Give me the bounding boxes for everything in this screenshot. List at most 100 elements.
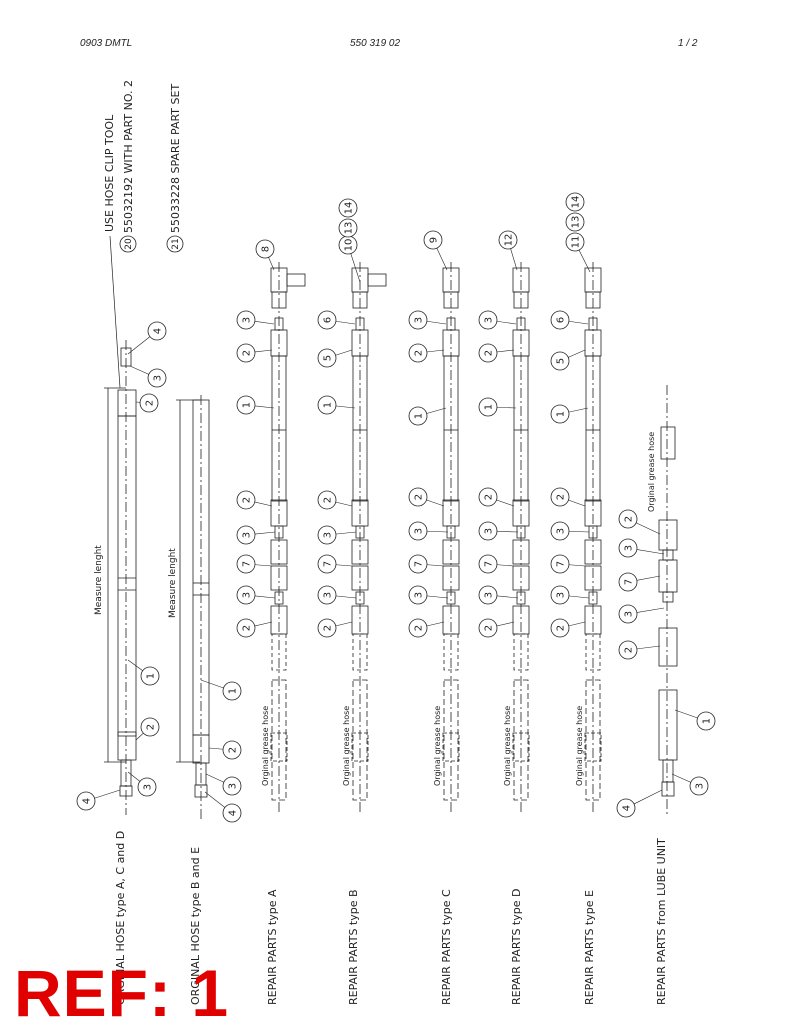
svg-text:14: 14 <box>571 196 582 209</box>
column-label-6: REPAIR PARTS type E <box>583 890 596 1005</box>
svg-text:2: 2 <box>484 625 495 631</box>
original-hose-be: Measure lenght <box>168 395 210 820</box>
balloon-a-6: 7 <box>236 554 273 574</box>
svg-text:4: 4 <box>82 798 93 804</box>
balloon-b-7: 3 <box>317 525 357 545</box>
svg-text:7: 7 <box>624 579 635 585</box>
svg-text:13: 13 <box>344 222 355 235</box>
balloon-a-0: 8 <box>255 239 275 271</box>
note-part-no-2: 55032192 WITH PART NO. 2 <box>122 80 135 233</box>
balloon-a-1: 3 <box>236 310 275 330</box>
svg-text:3: 3 <box>556 528 567 534</box>
balloon-c1-6: 4 <box>76 789 121 811</box>
balloon-e-4: 5 <box>550 349 586 371</box>
column-label-0: ORGINAL HOSE type A, C and D <box>114 831 127 1005</box>
svg-text:3: 3 <box>484 592 495 598</box>
balloon-c-7: 3 <box>408 585 449 605</box>
svg-text:2: 2 <box>146 724 157 730</box>
svg-text:3: 3 <box>414 317 425 323</box>
column-label-5: REPAIR PARTS type D <box>510 889 523 1005</box>
svg-text:1: 1 <box>228 688 239 694</box>
svg-text:7: 7 <box>556 561 567 567</box>
svg-text:2: 2 <box>323 497 334 503</box>
balloon-c-4: 2 <box>408 487 445 507</box>
balloon-lube-0: 2 <box>618 509 661 535</box>
ref-stamp: REF: 1 <box>14 956 230 1030</box>
measure-length-label-1: Measure lenght <box>94 545 104 615</box>
svg-text:2: 2 <box>414 494 425 500</box>
repair-hose-2: Orginal grease hose <box>433 262 460 815</box>
balloon-d-8: 2 <box>478 618 515 638</box>
svg-text:7: 7 <box>242 561 253 567</box>
svg-text:3: 3 <box>153 375 164 381</box>
measure-length-label-2: Measure lenght <box>168 548 178 618</box>
svg-text:4: 4 <box>228 810 239 816</box>
svg-text:1: 1 <box>414 413 425 419</box>
balloon-e-9: 3 <box>550 585 590 605</box>
grease-hose-label-0: Orginal grease hose <box>261 706 270 786</box>
assembly-notes: USE HOSE CLIP TOOL 20 55032192 WITH PART… <box>103 80 184 389</box>
svg-text:3: 3 <box>484 317 495 323</box>
note-spare-part-set: 55033228 SPARE PART SET <box>169 84 182 233</box>
svg-text:3: 3 <box>695 783 706 789</box>
svg-text:1: 1 <box>146 673 157 679</box>
balloon-e-3: 6 <box>550 310 589 330</box>
svg-text:11: 11 <box>571 236 582 249</box>
balloon-a-5: 3 <box>236 525 276 545</box>
balloon-lube-6: 4 <box>616 789 663 818</box>
balloon-a-8: 2 <box>236 618 273 638</box>
balloon-d-0: 12 <box>498 230 518 271</box>
balloon-b-4: 5 <box>317 348 353 368</box>
svg-text:4: 4 <box>153 328 164 334</box>
svg-text:3: 3 <box>624 545 635 551</box>
svg-text:1: 1 <box>702 718 713 724</box>
balloon-e-7: 3 <box>550 521 590 541</box>
svg-text:7: 7 <box>484 561 495 567</box>
svg-text:2: 2 <box>624 516 635 522</box>
repair-hose-3: Orginal grease hose <box>503 262 530 815</box>
balloon-a-3: 1 <box>236 395 275 415</box>
balloon-d-7: 3 <box>478 585 519 605</box>
balloon-d-5: 3 <box>478 521 519 541</box>
balloon-e-10: 2 <box>550 618 586 638</box>
balloon-d-2: 2 <box>478 343 515 363</box>
item-balloons: 4321234123483212373210131465123732932123… <box>76 192 716 823</box>
header-page-number: 1 / 2 <box>678 38 698 49</box>
svg-text:3: 3 <box>242 532 253 538</box>
balloon-d-1: 3 <box>478 310 517 330</box>
balloon-lube-5: 1 <box>674 709 716 731</box>
svg-text:2: 2 <box>556 625 567 631</box>
balloon-d-3: 1 <box>478 397 517 417</box>
svg-text:20: 20 <box>124 238 134 250</box>
balloon-c-1: 3 <box>408 310 447 330</box>
grease-hose-label-3: Orginal grease hose <box>503 706 512 786</box>
svg-text:21: 21 <box>171 238 181 249</box>
grease-hose-label-4: Orginal grease hose <box>575 706 584 786</box>
svg-text:3: 3 <box>242 592 253 598</box>
column-label-4: REPAIR PARTS type C <box>440 889 453 1005</box>
balloon-c-6: 7 <box>408 554 445 574</box>
balloon-c1-5: 3 <box>127 771 157 797</box>
balloon-c1-4: 2 <box>135 717 160 741</box>
lube-unit-hose: Orginal grease hose <box>647 385 678 815</box>
balloon-lube-4: 2 <box>618 640 661 660</box>
svg-text:2: 2 <box>228 747 239 753</box>
grease-hose-label-1: Orginal grease hose <box>342 706 351 786</box>
svg-text:3: 3 <box>228 783 239 789</box>
svg-text:8: 8 <box>261 246 272 252</box>
svg-text:12: 12 <box>504 234 515 247</box>
balloon-c2-2: 3 <box>205 773 242 796</box>
svg-text:2: 2 <box>624 647 635 653</box>
svg-text:3: 3 <box>242 317 253 323</box>
repair-hose-4: Orginal grease hose <box>575 262 602 815</box>
svg-text:5: 5 <box>323 355 334 361</box>
header-doc-code: 0903 DMTL <box>80 38 133 49</box>
balloon-e-1: 13 <box>565 212 585 232</box>
svg-text:2: 2 <box>484 350 495 356</box>
balloon-b-6: 2 <box>317 490 353 510</box>
svg-text:1: 1 <box>242 402 253 408</box>
grease-hose-label-2: Orginal grease hose <box>433 706 442 786</box>
balloon-e-5: 1 <box>550 404 589 424</box>
svg-text:14: 14 <box>344 202 355 215</box>
